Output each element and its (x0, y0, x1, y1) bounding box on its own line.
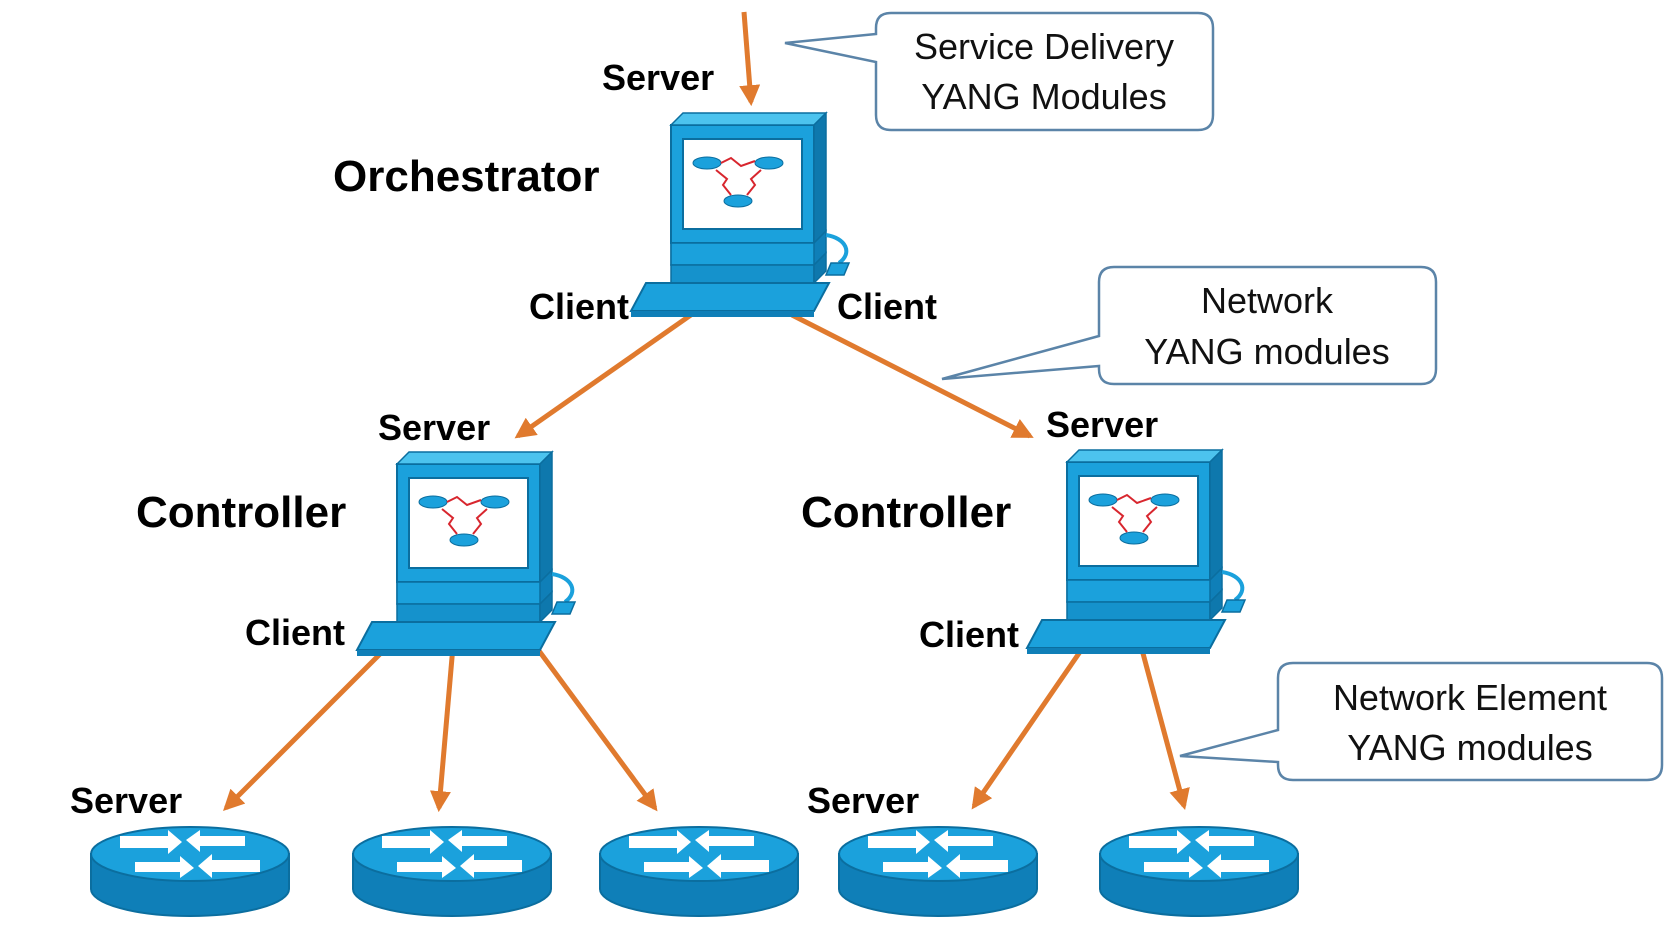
orchestrator-workstation-icon (629, 111, 851, 319)
callout-network-line1: Network (1201, 280, 1334, 321)
callout-service-delivery-line1: Service Delivery (914, 26, 1174, 67)
orchestrator-name-label: Orchestrator (333, 152, 600, 201)
arrow-right-controller-to-router-5 (1138, 645, 1190, 811)
callout-network-element-line2: YANG modules (1347, 727, 1592, 768)
router-icon (1099, 826, 1299, 917)
arrow-orchestrator-to-left-controller (514, 307, 700, 439)
right-controller-client-label: Client (919, 614, 1019, 655)
arrow-left-controller-to-router-2 (429, 645, 456, 813)
callout-network-element: Network Element YANG modules (1179, 661, 1664, 782)
arrow-input-to-orchestrator (739, 11, 761, 107)
orchestrator-client-right-label: Client (837, 286, 937, 327)
right-controller-server-label: Server (1046, 404, 1158, 445)
left-controller-server-label: Server (378, 407, 490, 448)
right-element-server-label: Server (807, 780, 919, 821)
router-icon (599, 826, 799, 917)
orchestrator-server-label: Server (602, 57, 714, 98)
arrow-left-controller-to-router-1 (223, 644, 390, 811)
connections (223, 11, 1190, 813)
router-icon (352, 826, 552, 917)
right-controller-workstation-icon (1025, 448, 1247, 656)
callout-network-element-line1: Network Element (1333, 677, 1607, 718)
callout-service-delivery-line2: YANG Modules (921, 76, 1166, 117)
router-icon (838, 826, 1038, 917)
arrow-left-controller-to-router-3 (528, 638, 658, 812)
callout-service-delivery: Service Delivery YANG Modules (784, 11, 1215, 132)
arrow-orchestrator-to-right-controller (790, 312, 1034, 439)
callout-network: Network YANG modules (941, 265, 1438, 386)
router-icon (90, 826, 290, 917)
left-controller-name-label: Controller (136, 488, 346, 537)
callout-network-line2: YANG modules (1144, 331, 1389, 372)
arrow-right-controller-to-router-4 (971, 644, 1087, 810)
left-controller-workstation-icon (355, 450, 577, 658)
orchestrator-client-left-label: Client (529, 286, 629, 327)
right-controller-name-label: Controller (801, 488, 1011, 537)
left-element-server-label: Server (70, 780, 182, 821)
left-controller-client-label: Client (245, 612, 345, 653)
